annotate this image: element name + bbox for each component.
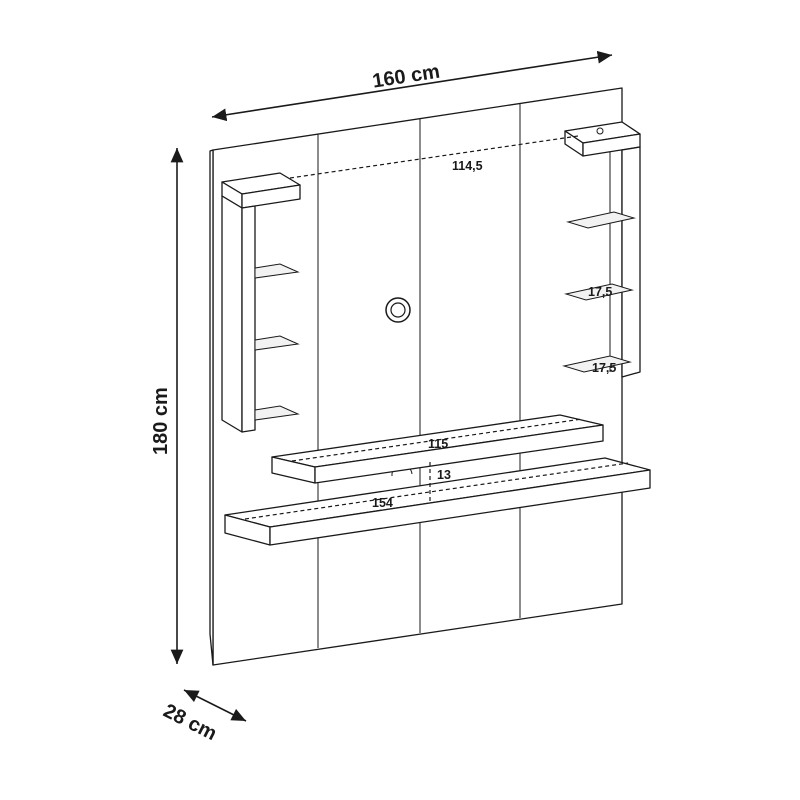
- lower-floating-shelf: [224, 457, 651, 546]
- width-label: 160 cm: [371, 61, 441, 93]
- depth-label: 28 cm: [160, 700, 221, 745]
- cable-hole-icon: [385, 297, 411, 323]
- right-shelf-lower-label: 17,5: [592, 361, 616, 375]
- shelf-gap-label: 13: [437, 468, 451, 482]
- depth-dimension-arrow: [183, 689, 247, 722]
- left-shelf-tower: [221, 172, 301, 433]
- upper-shelf-length-label: 115: [428, 437, 448, 451]
- width-dimension-arrow: [211, 50, 613, 122]
- lower-shelf-length-label: 154: [372, 496, 393, 510]
- top-span-label: 114,5: [452, 159, 483, 173]
- right-shelf-tower: [562, 121, 641, 378]
- upper-floating-shelf: [271, 414, 604, 484]
- height-label: 180 cm: [150, 387, 172, 455]
- right-shelf-upper-label: 17,5: [588, 285, 612, 299]
